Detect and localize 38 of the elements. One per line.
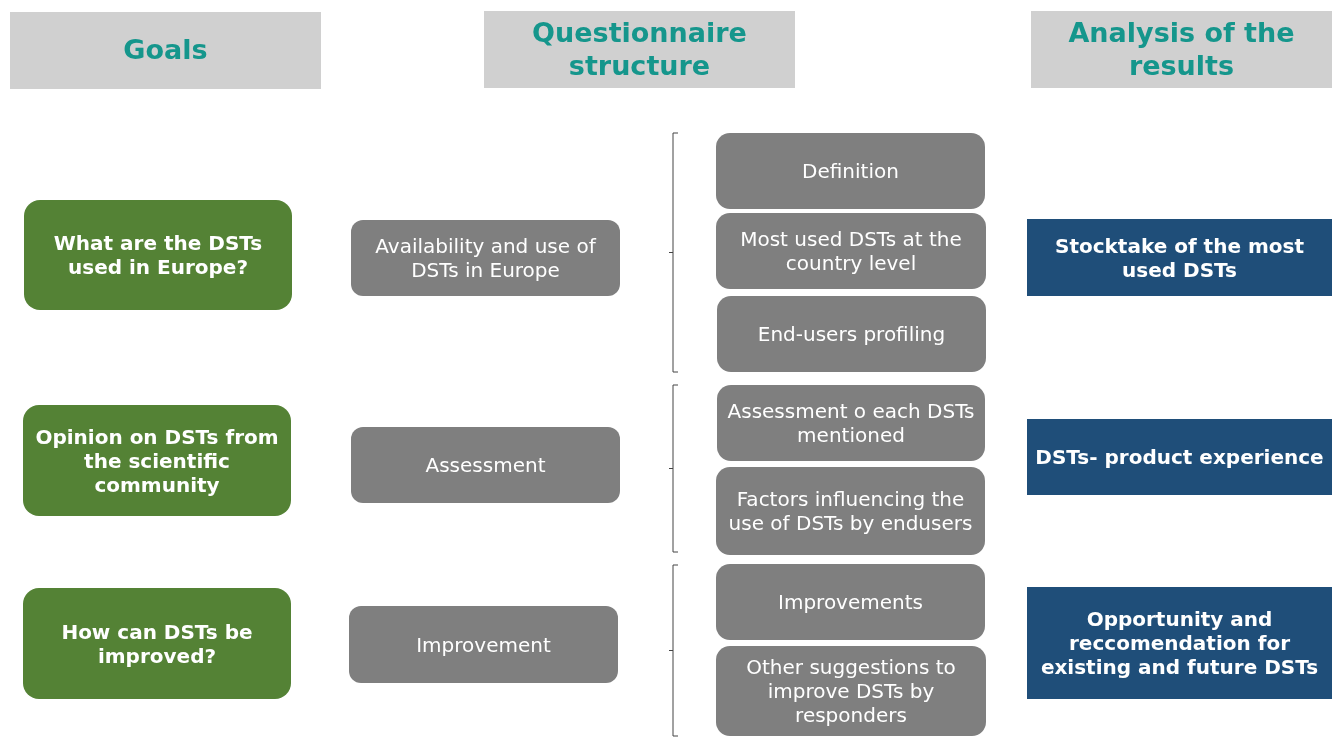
item-box [717,296,986,372]
goal-text: Opinion on DSTs from the scientific community [34,424,280,497]
section-box [351,427,620,503]
section-box [349,606,618,683]
item-text: Factors influencing the use of DSTs by endusers [727,487,974,535]
item-box [716,564,985,640]
section-text: Improvement [416,632,551,657]
item-text: Assessment o each DSTs mentioned [726,399,976,447]
item-box [717,385,985,461]
item-text: Definition [802,159,899,183]
item-text: Improvements [778,590,923,614]
item-text: Other suggestions to improve DSTs by responders [745,655,957,727]
result-text: Opportunity and reccomendation for existing and future DSTs [1039,607,1320,679]
header-box [10,12,321,89]
goal-text: What are the DSTs used in Europe? [52,231,264,279]
goal-text: How can DSTs be improved? [60,619,254,668]
header-box [1031,11,1332,88]
result-text: DSTs- product experience [1035,445,1324,469]
header-text: Questionnaire structure [531,17,748,82]
goal-box [23,405,291,516]
goal-box [24,200,292,310]
header-text: Analysis of the results [1067,17,1296,82]
item-box [716,646,986,736]
section-box [351,220,620,296]
result-box [1027,219,1332,296]
item-box [716,213,986,289]
item-box [716,467,985,555]
item-text: End-users profiling [757,322,946,346]
item-text: Most used DSTs at the country level [739,227,963,275]
goal-box [23,588,291,699]
section-text: Assessment [425,453,546,477]
result-box [1027,587,1332,699]
header-text: Goals [123,34,208,67]
header-box [484,11,795,88]
section-text: Availability and use of DSTs in Europe [374,234,598,282]
item-box [716,133,985,209]
result-box [1027,419,1332,495]
result-text: Stocktake of the most used DSTs [1054,233,1305,282]
